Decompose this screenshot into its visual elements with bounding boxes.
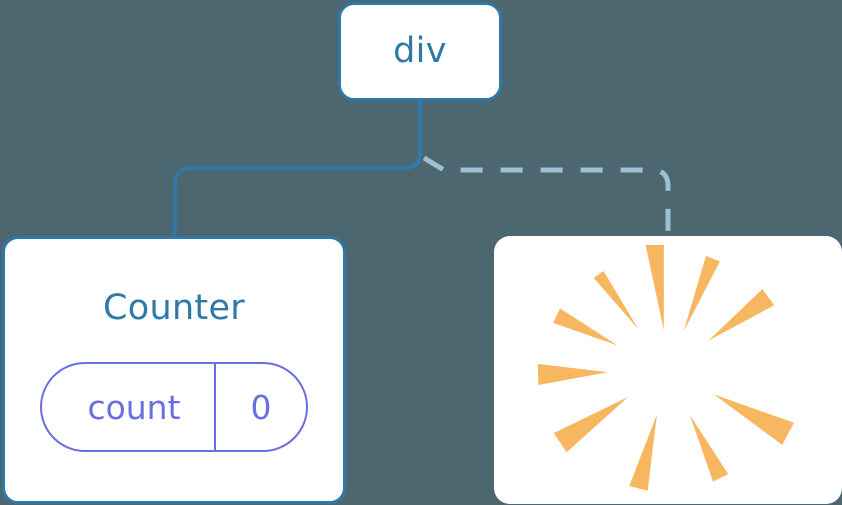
- state-pill-key: count: [87, 387, 181, 427]
- sparkle-ray-8: [689, 414, 729, 482]
- node-sparkle[interactable]: [494, 236, 842, 504]
- sparkle-ray-6: [553, 396, 629, 453]
- node-counter[interactable]: Counter count 0: [2, 236, 346, 504]
- sparkle-ray-1: [683, 255, 720, 332]
- node-div[interactable]: div: [338, 2, 502, 101]
- node-counter-label: Counter: [103, 288, 245, 328]
- state-pill-count[interactable]: count 0: [40, 362, 308, 452]
- sparkle-ray-9: [713, 394, 794, 445]
- sparkle-ray-10: [708, 289, 775, 341]
- sparkle-ray-7: [629, 414, 657, 491]
- node-div-label: div: [393, 31, 447, 71]
- sparkle-rays: [537, 245, 794, 491]
- sparkle-ray-3: [593, 271, 639, 330]
- state-pill-value: 0: [214, 364, 306, 450]
- sparkle-ray-5: [537, 364, 609, 386]
- edge-div-to-sparkle: [422, 155, 671, 238]
- sparkle-burst-icon: [537, 245, 794, 491]
- sparkle-ray-4: [553, 308, 618, 346]
- sparkle-ray-2: [645, 245, 664, 331]
- edge-div-to-counter: [173, 99, 422, 240]
